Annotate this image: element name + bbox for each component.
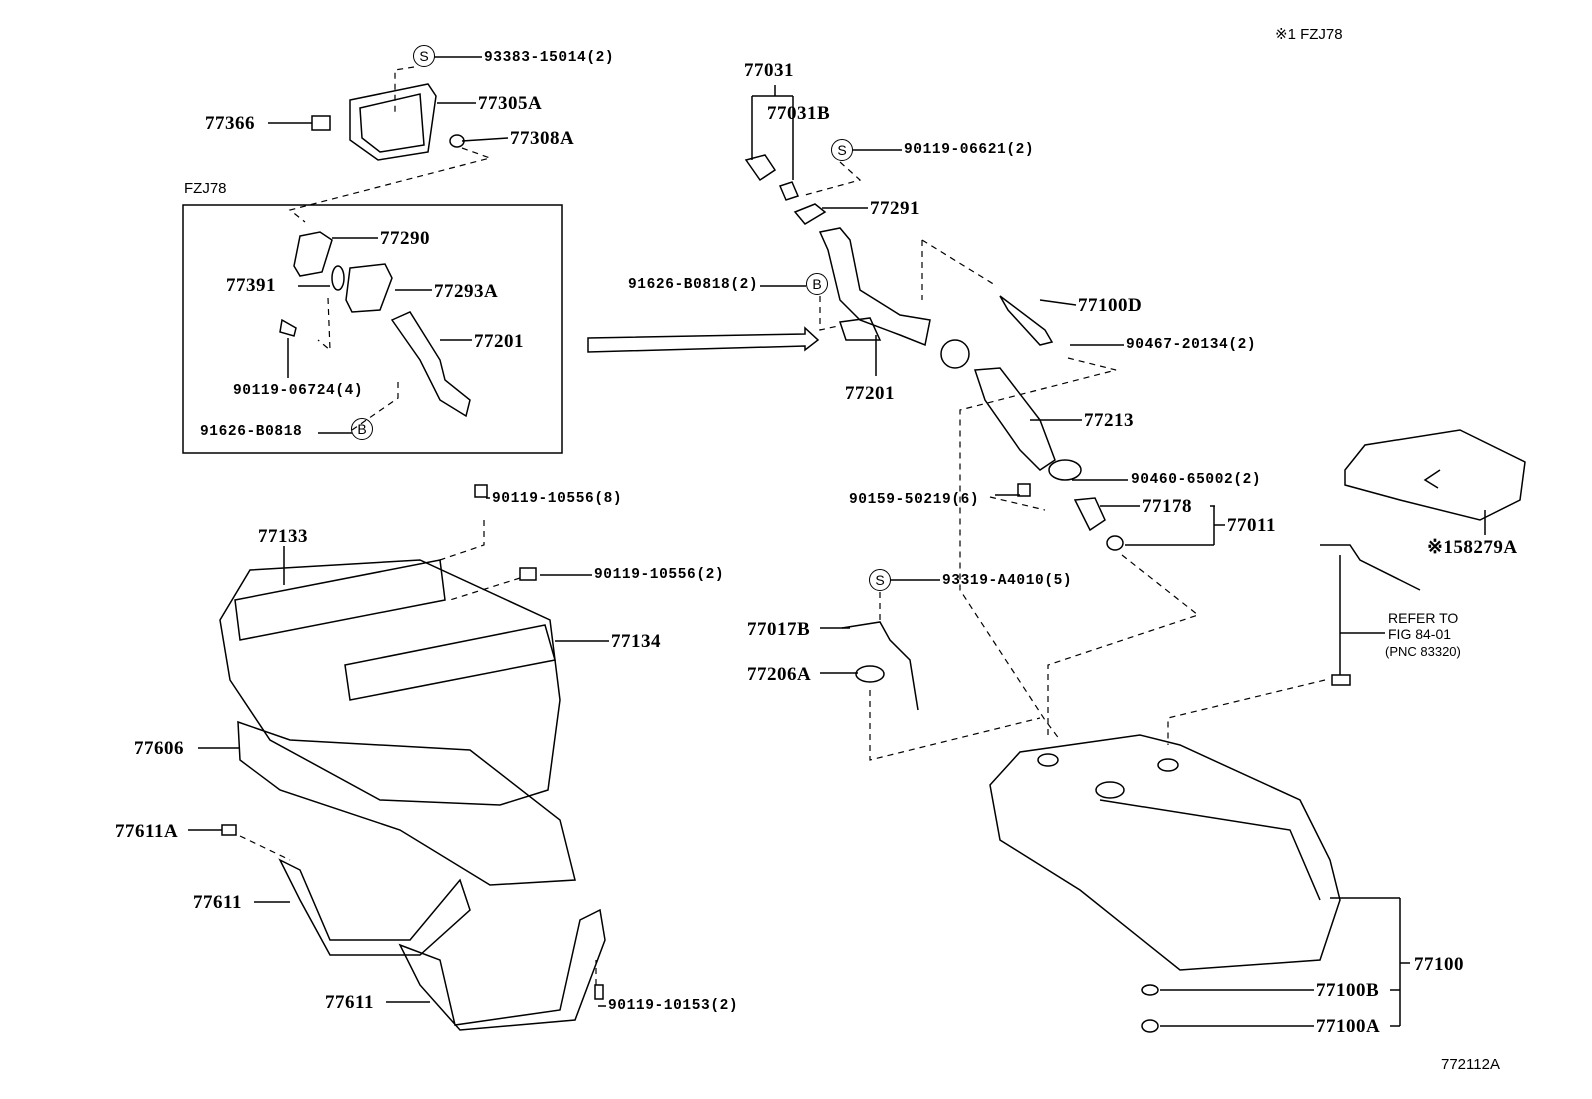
part-77031[interactable]: 77031 [744,60,794,81]
part-90119-06724[interactable]: 90119-06724(4) [233,383,364,399]
part-77213[interactable]: 77213 [1084,410,1134,431]
part-77201-inset[interactable]: 77201 [474,331,524,352]
part-91626-B0818[interactable]: 91626-B0818(2) [628,277,759,293]
part-77290[interactable]: 77290 [380,228,430,249]
part-77611[interactable]: 77611 [325,992,374,1013]
part-93319-A4010[interactable]: 93319-A4010(5) [942,573,1073,589]
refer-line-2: FIG 84-01 [1388,626,1452,642]
figure-id: 772112A [1441,1056,1500,1073]
part-77100D[interactable]: 77100D [1078,295,1143,316]
part-77206A[interactable]: 77206A [747,664,812,685]
b-marker: B [351,418,373,440]
part-77178[interactable]: 77178 [1142,496,1192,517]
part-77606[interactable]: 77606 [134,738,184,759]
part-90119-10153[interactable]: 90119-10153(2) [608,998,739,1014]
part-77391[interactable]: 77391 [226,275,276,296]
inset-title: FZJ78 [184,180,227,197]
refer-line-3: (PNC 83320) [1385,644,1461,659]
inset-box [182,204,563,454]
refer-line-1: REFER TO [1388,610,1459,626]
part-91626-B0818-inset[interactable]: 91626-B0818 [200,424,303,440]
part-93383-15014[interactable]: 93383-15014(2) [484,50,615,66]
part-77308A[interactable]: 77308A [510,128,575,149]
part-90119-10556-8[interactable]: 90119-10556(8) [492,491,623,507]
part-90460-65002[interactable]: 90460-65002(2) [1131,472,1262,488]
part-77366[interactable]: 77366 [205,113,255,134]
part-77031B[interactable]: 77031B [767,103,831,124]
part-77291[interactable]: 77291 [870,198,920,219]
s-marker: S [869,569,891,591]
part-77017B[interactable]: 77017B [747,619,811,640]
part-77100B[interactable]: 77100B [1316,980,1380,1001]
dashed-guides [239,66,1326,985]
b-marker: B [806,273,828,295]
part-77133[interactable]: 77133 [258,526,308,547]
part-77201[interactable]: 77201 [845,383,895,404]
part-77134[interactable]: 77134 [611,631,661,652]
part-77293A[interactable]: 77293A [434,281,499,302]
part-77100A[interactable]: 77100A [1316,1016,1381,1037]
s-marker: S [831,139,853,161]
s-marker: S [413,45,435,67]
part-90119-06621[interactable]: 90119-06621(2) [904,142,1035,158]
part-90119-10556-2[interactable]: 90119-10556(2) [594,567,725,583]
part-77305A[interactable]: 77305A [478,93,543,114]
part-90467-20134[interactable]: 90467-20134(2) [1126,337,1257,353]
part-77611A[interactable]: 77611A [115,821,179,842]
part-77611[interactable]: 77611 [193,892,242,913]
part-77011[interactable]: 77011 [1227,515,1276,536]
part-58279A[interactable]: ※158279A [1427,537,1518,558]
model-note: ※1 FZJ78 [1275,26,1343,43]
part-77100[interactable]: 77100 [1414,954,1464,975]
leader-lines [188,56,1486,1027]
part-90159-50219[interactable]: 90159-50219(6) [849,492,980,508]
